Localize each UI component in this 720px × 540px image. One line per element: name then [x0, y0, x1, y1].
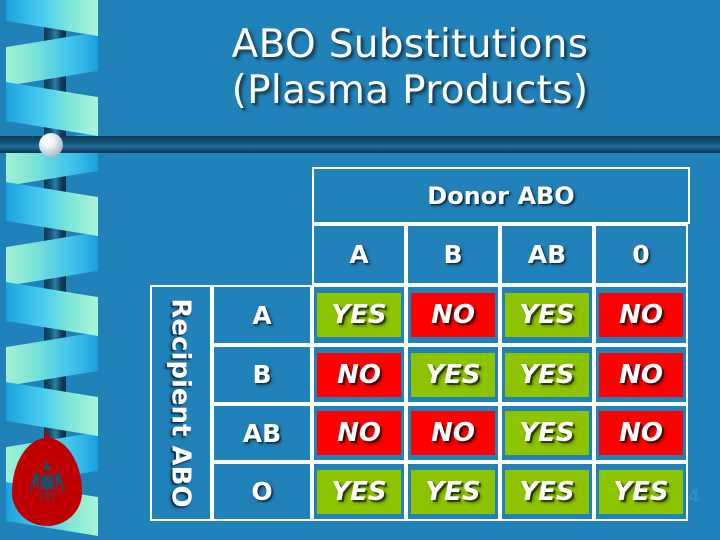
ribbon-segment	[6, 282, 98, 336]
matrix-cell-AB-B: NO	[406, 404, 500, 462]
donor-column-header-B: B	[406, 224, 500, 285]
matrix-cell-O-AB: YES	[500, 462, 594, 521]
yes-chip: YES	[505, 293, 589, 337]
recipient-row-label: AB	[242, 418, 282, 448]
matrix-cell-A-A: YES	[312, 285, 406, 345]
horizontal-bar-icon	[56, 136, 720, 153]
blood-drop-logo-icon	[8, 428, 86, 530]
matrix-cell-AB-AB: YES	[500, 404, 594, 462]
ribbon-band	[6, 232, 98, 286]
yes-chip: YES	[505, 469, 589, 514]
ribbon-segment	[6, 0, 98, 36]
yes-chip: YES	[317, 469, 401, 514]
ribbon-segment	[6, 182, 98, 236]
ribbon-band	[6, 82, 98, 136]
donor-header-label: Donor ABO	[427, 181, 575, 210]
yes-chip: YES	[505, 352, 589, 397]
ribbon-segment	[6, 382, 98, 436]
yes-chip: YES	[317, 293, 401, 337]
ribbon-band	[6, 0, 98, 36]
ribbon-segment	[6, 232, 98, 286]
matrix-cell-B-A: NO	[312, 345, 406, 404]
no-chip: NO	[411, 293, 495, 337]
recipient-row-label: A	[252, 300, 272, 330]
matrix-cell-B-AB: YES	[500, 345, 594, 404]
ribbon-band	[6, 182, 98, 236]
matrix-cell-O-A: YES	[312, 462, 406, 521]
donor-column-header-A: A	[312, 224, 406, 285]
yes-chip: YES	[505, 411, 589, 455]
ribbon-band	[6, 32, 98, 86]
no-chip: NO	[599, 411, 683, 455]
recipient-row-header-AB: AB	[212, 404, 312, 462]
donor-column-label: B	[443, 240, 463, 269]
ribbon-segment	[6, 82, 98, 136]
slide-number: 4	[688, 487, 700, 507]
recipient-row-label: O	[251, 477, 273, 506]
recipient-header-label: Recipient ABO	[166, 298, 197, 508]
donor-column-label: AB	[527, 240, 567, 269]
matrix-cell-A-AB: YES	[500, 285, 594, 345]
ribbon-segment	[6, 332, 98, 386]
matrix-cell-A-B: NO	[406, 285, 500, 345]
recipient-row-header-O: O	[212, 462, 312, 521]
no-chip: NO	[599, 293, 683, 337]
recipient-row-header-A: A	[212, 285, 312, 345]
no-chip: NO	[317, 352, 401, 397]
matrix-cell-B-B: YES	[406, 345, 500, 404]
title-line-2: (Plasma Products)	[231, 68, 589, 113]
sphere-icon	[39, 133, 63, 157]
matrix-cell-A-0: NO	[594, 285, 688, 345]
ribbon-band	[6, 382, 98, 436]
ribbon-band	[6, 282, 98, 336]
donor-column-header-0: 0	[594, 224, 688, 285]
matrix-cell-O-B: YES	[406, 462, 500, 521]
matrix-cell-O-0: YES	[594, 462, 688, 521]
matrix-cell-B-0: NO	[594, 345, 688, 404]
yes-chip: YES	[599, 469, 683, 514]
donor-column-label: A	[349, 240, 369, 269]
no-chip: NO	[411, 411, 495, 455]
donor-column-header-AB: AB	[500, 224, 594, 285]
no-chip: NO	[599, 352, 683, 397]
yes-chip: YES	[411, 352, 495, 397]
ribbon-segment	[6, 32, 98, 86]
recipient-row-label: B	[252, 360, 272, 389]
blood-drop-emblem-icon	[30, 460, 64, 502]
donor-column-label: 0	[632, 240, 650, 269]
yes-chip: YES	[411, 469, 495, 514]
page-title: ABO Substitutions (Plasma Products)	[120, 22, 700, 114]
ribbon-band	[6, 332, 98, 386]
donor-header-cell: Donor ABO	[312, 167, 690, 224]
matrix-cell-AB-A: NO	[312, 404, 406, 462]
title-line-1: ABO Substitutions	[231, 22, 589, 67]
recipient-header-cell: Recipient ABO	[150, 285, 212, 521]
no-chip: NO	[317, 411, 401, 455]
decorative-ribbon-column	[0, 0, 110, 540]
recipient-row-header-B: B	[212, 345, 312, 404]
matrix-cell-AB-0: NO	[594, 404, 688, 462]
